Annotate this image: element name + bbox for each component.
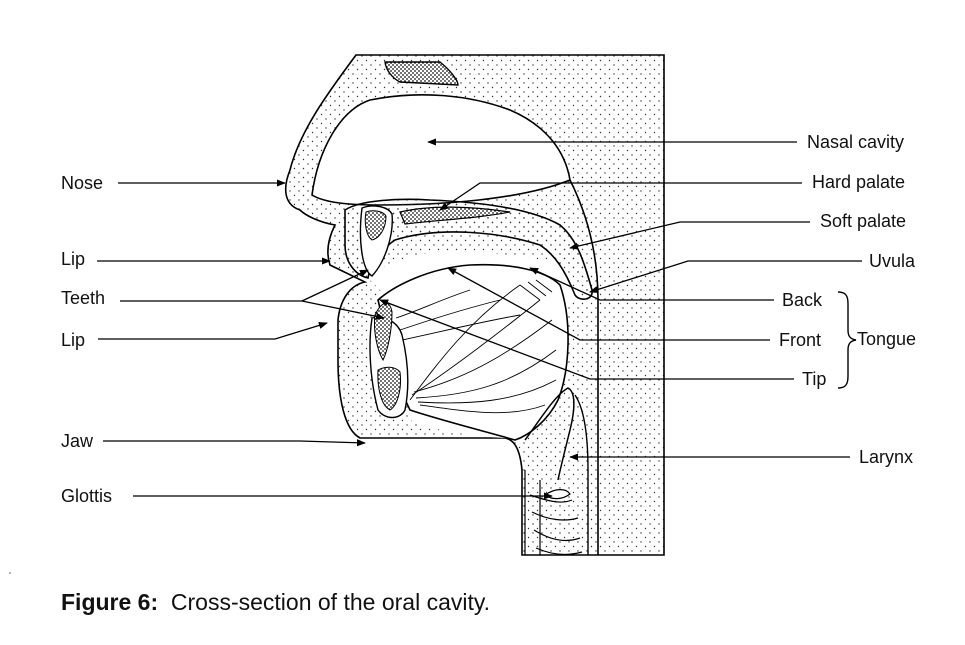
larynx-cartilage [529, 494, 583, 555]
upper-tooth-root [364, 210, 387, 241]
arrow-soft-palate [569, 221, 810, 250]
figure-caption: Figure 6: Cross-section of the oral cavi… [61, 589, 490, 615]
caption-text: Cross-section of the oral cavity. [170, 589, 491, 615]
scan-speck [9, 572, 11, 574]
mandible-bone [377, 366, 401, 411]
arrow-uvula [589, 260, 862, 293]
label-nasal-cavity: Nasal cavity [807, 132, 905, 152]
arrow-lip-lower [98, 321, 328, 340]
label-tongue-back: Back [782, 290, 823, 310]
arrow-jaw [103, 439, 366, 447]
arrow-back [529, 267, 774, 301]
arrow-hard-palate [439, 182, 802, 211]
label-tongue: Tongue [857, 329, 917, 349]
arrow-front [447, 267, 770, 341]
label-hard-palate: Hard palate [812, 172, 906, 192]
pharynx-wall [569, 179, 599, 555]
label-nose: Nose [61, 173, 104, 193]
nasal-bone [384, 61, 459, 86]
label-lip-upper: Lip [61, 249, 86, 269]
tongue-muscle-fibers [395, 279, 557, 414]
arrow-teeth-lower [301, 300, 385, 320]
arrow-teeth-upper [301, 269, 369, 302]
airway-back [574, 394, 589, 555]
epiglottis [524, 387, 575, 481]
arrow-tip [379, 299, 794, 380]
leader-lines [97, 138, 862, 500]
label-soft-palate: Soft palate [820, 211, 907, 231]
label-tongue-tip: Tip [802, 369, 827, 389]
trachea-front [524, 470, 541, 555]
label-tongue-front: Front [779, 330, 822, 350]
label-glottis: Glottis [61, 486, 113, 506]
label-teeth: Teeth [61, 288, 106, 308]
label-jaw: Jaw [61, 431, 94, 451]
label-lip-lower: Lip [61, 330, 86, 350]
label-uvula: Uvula [869, 251, 916, 271]
caption-number: Figure 6: [61, 589, 159, 615]
tongue-brace [837, 291, 857, 389]
label-larynx: Larynx [859, 447, 914, 467]
hard-palate-bone [399, 206, 511, 225]
